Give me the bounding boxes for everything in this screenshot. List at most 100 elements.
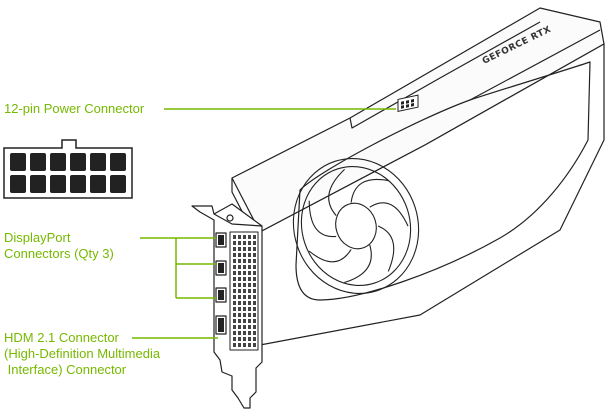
bracket-screw-hole xyxy=(226,214,234,222)
vent-hole xyxy=(253,259,256,263)
fan-blade xyxy=(344,244,372,284)
vent-hole xyxy=(248,259,251,263)
vent-hole xyxy=(243,295,246,299)
fan-blade xyxy=(308,200,337,237)
vent-hole xyxy=(233,295,236,299)
vent-hole xyxy=(243,307,246,311)
vent-hole xyxy=(233,271,236,275)
leader-lines xyxy=(132,108,396,339)
vent-hole xyxy=(248,307,251,311)
vent-hole xyxy=(238,319,241,323)
vent-hole xyxy=(233,235,236,239)
power-connector-text: 12-pin Power Connector xyxy=(4,101,145,116)
vent-hole xyxy=(253,313,256,317)
vent-hole xyxy=(248,241,251,245)
fan-blade xyxy=(308,249,352,263)
vent-hole xyxy=(248,277,251,281)
graphics-card xyxy=(231,7,605,346)
fan-blade xyxy=(369,202,409,227)
displayport-line-1: DisplayPort xyxy=(4,230,71,245)
vent-hole xyxy=(253,325,256,329)
displayport-label: DisplayPort Connectors (Qty 3) xyxy=(4,230,114,262)
vent-hole xyxy=(243,337,246,341)
bracket-tab xyxy=(213,213,263,227)
card-top-ridge-2 xyxy=(469,29,601,101)
vent-hole xyxy=(248,289,251,293)
vent-hole xyxy=(233,241,236,245)
vent-hole xyxy=(238,307,241,311)
hdmi-line-2: (High-Definition Multimedia xyxy=(4,346,161,361)
vent-hole xyxy=(243,289,246,293)
vent-hole xyxy=(238,289,241,293)
vent-hole xyxy=(253,295,256,299)
fan-blade xyxy=(350,179,389,203)
vent-hole xyxy=(238,247,241,251)
fan-blades xyxy=(308,168,409,284)
vent-hole xyxy=(253,247,256,251)
vent-hole xyxy=(238,331,241,335)
vent-hole xyxy=(248,271,251,275)
vent-hole xyxy=(253,331,256,335)
card-front-panel xyxy=(295,61,591,301)
fan xyxy=(292,157,420,295)
vent-holes xyxy=(233,235,256,347)
power-connector-inset xyxy=(3,139,133,199)
vent-hole xyxy=(243,271,246,275)
vent-hole xyxy=(243,247,246,251)
io-bracket xyxy=(191,203,263,409)
vent-hole xyxy=(253,235,256,239)
vent-hole xyxy=(238,265,241,269)
displayport-line-2: Connectors (Qty 3) xyxy=(4,246,114,261)
hdmi-label: HDM 2.1 Connector (High-Definition Multi… xyxy=(4,330,160,378)
vent-hole xyxy=(253,277,256,281)
vent-hole xyxy=(238,259,241,263)
vent-hole xyxy=(233,253,236,257)
vent-hole xyxy=(253,241,256,245)
inset-pin xyxy=(110,175,126,193)
vent-hole xyxy=(243,331,246,335)
vent-hole xyxy=(238,271,241,275)
inset-pin xyxy=(110,153,126,171)
fan-hub xyxy=(335,202,377,250)
vent-hole xyxy=(233,337,236,341)
vent-hole xyxy=(233,325,236,329)
inset-pin xyxy=(30,153,46,171)
vent-hole xyxy=(233,319,236,323)
vent-hole xyxy=(253,319,256,323)
vent-hole xyxy=(233,265,236,269)
vent-hole xyxy=(248,265,251,269)
vent-hole xyxy=(248,247,251,251)
vent-hole xyxy=(238,283,241,287)
vent-hole xyxy=(253,307,256,311)
vent-hole xyxy=(233,283,236,287)
vent-hole xyxy=(233,313,236,317)
vent-hole xyxy=(238,337,241,341)
card-shroud xyxy=(259,43,605,346)
power-connector-label: 12-pin Power Connector xyxy=(4,101,144,117)
vent-hole xyxy=(243,259,246,263)
vent-hole xyxy=(248,283,251,287)
vent-hole xyxy=(243,235,246,239)
vent-hole xyxy=(238,241,241,245)
vent-hole xyxy=(238,325,241,329)
vent-hole xyxy=(238,253,241,257)
vent-hole xyxy=(248,331,251,335)
vent-hole xyxy=(248,325,251,329)
inset-pin xyxy=(50,175,66,193)
inset-pins xyxy=(10,153,126,193)
vent-hole xyxy=(253,283,256,287)
vent-hole xyxy=(248,313,251,317)
inset-pin xyxy=(70,175,86,193)
vent-hole xyxy=(238,313,241,317)
vent-hole xyxy=(233,289,236,293)
vent-hole xyxy=(253,337,256,341)
vent-hole xyxy=(238,301,241,305)
vent-hole xyxy=(243,241,246,245)
vent-hole xyxy=(233,247,236,251)
card-top-ridge xyxy=(349,21,541,129)
vent-hole xyxy=(248,295,251,299)
fan-blade xyxy=(377,225,395,272)
vent-hole xyxy=(243,319,246,323)
vent-hole xyxy=(238,343,241,347)
